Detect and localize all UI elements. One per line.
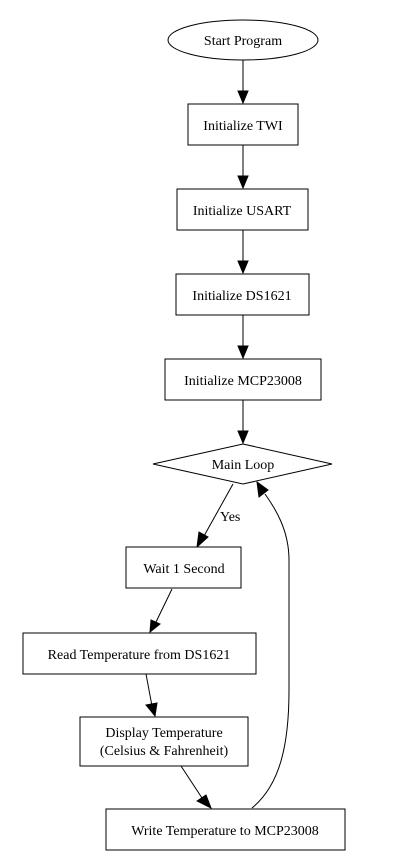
node-write-temperature: Write Temperature to MCP23008 — [105, 808, 346, 851]
node-main-loop: Main Loop — [152, 443, 333, 485]
node-initialize-ds1621: Initialize DS1621 — [175, 273, 310, 316]
node-initialize-mcp23008-label: Initialize MCP23008 — [184, 374, 302, 389]
node-display-temperature: Display Temperature (Celsius & Fahrenhei… — [79, 716, 249, 767]
node-initialize-ds1621-label: Initialize DS1621 — [192, 289, 291, 304]
node-read-temperature: Read Temperature from DS1621 — [22, 632, 257, 675]
edge-wait-to-read — [149, 588, 173, 634]
edges: Yes — [145, 60, 290, 810]
edge-mcp-to-loop — [237, 400, 249, 445]
edge-read-to-display — [145, 673, 158, 718]
edge-label-yes: Yes — [220, 510, 240, 525]
node-initialize-usart-label: Initialize USART — [193, 204, 292, 219]
node-write-temperature-label: Write Temperature to MCP23008 — [131, 824, 319, 839]
edge-loop-to-wait: Yes — [196, 483, 240, 549]
node-display-temperature-line-2: (Celsius & Fahrenheit) — [100, 744, 229, 759]
node-wait-1-second: Wait 1 Second — [125, 546, 242, 589]
edge-ds1621-to-mcp — [237, 315, 249, 360]
node-read-temperature-label: Read Temperature from DS1621 — [48, 648, 231, 663]
node-initialize-usart: Initialize USART — [176, 188, 309, 231]
node-start-program: Start Program — [167, 19, 319, 61]
edge-usart-to-ds1621 — [237, 230, 249, 275]
node-initialize-twi: Initialize TWI — [187, 103, 299, 146]
node-wait-1-second-label: Wait 1 Second — [143, 562, 224, 577]
edge-write-to-loop — [251, 480, 290, 809]
node-start-program-label: Start Program — [204, 34, 282, 49]
node-initialize-twi-label: Initialize TWI — [203, 119, 283, 134]
node-main-loop-label: Main Loop — [212, 458, 275, 473]
edge-display-to-write — [180, 765, 212, 810]
node-display-temperature-line-1: Display Temperature — [105, 726, 222, 741]
edge-twi-to-usart — [237, 145, 249, 190]
edge-start-to-twi — [237, 60, 249, 105]
node-initialize-mcp23008: Initialize MCP23008 — [164, 358, 322, 401]
